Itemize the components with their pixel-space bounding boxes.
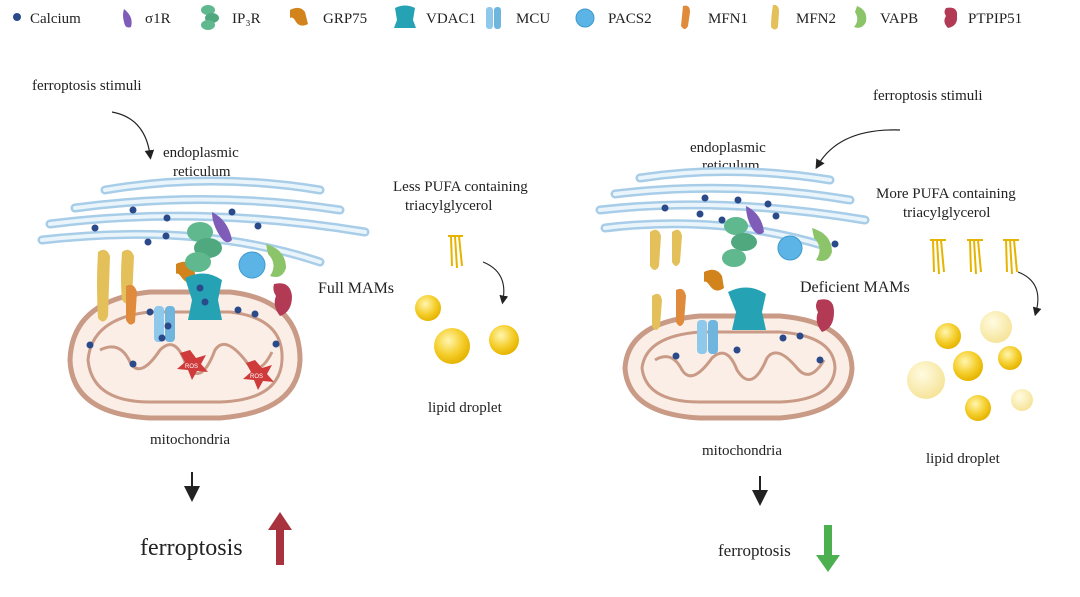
lipid-droplets [907,311,1033,421]
ip3r-icon [185,222,222,272]
lipid-arrow [1017,271,1042,317]
lipid-arrow [482,261,509,305]
up-arrow-icon [268,512,292,565]
ros-star-1: ROS [177,350,208,380]
calcium-dots [86,206,280,368]
left-panel: ferroptosis stimuli endoplasmic reticulu… [32,78,528,565]
triacylglycerol-icon [930,239,1019,275]
right-panel: ferroptosis stimuli endoplasmic reticulu… [595,88,1042,572]
grp75-icon [704,269,724,291]
ip3r-icon [722,217,757,267]
ptpip51-icon [273,283,292,316]
sigma1r-icon [123,9,132,28]
legend: Calcium σ1R IP₃R GRP75 VDAC1 MCU PACS2 M… [13,4,1022,30]
calcium-dots [661,194,839,364]
vdac1-icon [394,5,416,28]
legend-label: PTPIP51 [968,11,1022,27]
ptpip51-icon [816,299,834,332]
mfn1-icon [676,288,686,326]
calcium-dot-icon [13,13,21,21]
legend-label: MCU [516,11,550,27]
pufa-label-line2: triacylglycerol [903,205,990,221]
ros-label: ROS [250,374,263,380]
legend-label: Calcium [30,11,81,27]
vapb-icon [812,228,832,261]
ros-star-2: ROS [243,360,274,390]
er-label-line1: endoplasmic [690,140,766,156]
mito-label: mitochondria [702,443,782,459]
triacylglycerol-icon [448,235,463,269]
sigma1r-icon [746,206,764,235]
mfn2-icon [771,4,779,30]
stimuli-arrow [815,129,901,170]
mfn2-icon [672,229,682,266]
pacs2-icon [777,235,803,261]
stimuli-arrow [111,111,155,160]
down-arrow-icon [816,525,840,572]
legend-label: GRP75 [323,11,367,27]
endoplasmic-reticulum [595,167,870,251]
outcome-label: ferroptosis [140,535,243,561]
vdac1-icon [728,287,766,330]
vapb-icon [266,244,286,277]
lipid-label: lipid droplet [428,400,503,416]
legend-label: MFN1 [708,11,748,27]
ptpip51-icon [944,7,958,29]
legend-label: VAPB [880,11,918,27]
sigma1r-icon [212,212,232,243]
mcu-icon [697,320,718,354]
pufa-label-line1: Less PUFA containing [393,179,528,195]
mfn1-icon [681,5,690,29]
pufa-label-line1: More PUFA containing [876,186,1016,202]
mfn2-icon [97,249,110,322]
legend-label: VDAC1 [426,11,476,27]
mfn1-icon [126,284,137,325]
stimuli-label: ferroptosis stimuli [873,88,983,104]
mfn2-icon [650,229,661,270]
mitochondrion [622,313,855,421]
ros-label: ROS [185,364,198,370]
vapb-icon [854,6,867,28]
legend-label: σ1R [145,11,171,27]
vdac1-icon [185,273,222,320]
ip3r-icon [201,5,219,30]
mams-label: Full MAMs [318,280,394,297]
outcome-label: ferroptosis [718,541,791,560]
legend-label: IP₃R [232,11,261,27]
mfn2-icon [652,293,662,330]
legend-label: MFN2 [796,11,836,27]
mcu-icon [486,7,501,29]
mams-label: Deficient MAMs [800,279,910,296]
mito-label: mitochondria [150,432,230,448]
stimuli-label: ferroptosis stimuli [32,78,142,94]
grp75-icon [290,7,308,26]
pacs2-icon [238,251,266,279]
pufa-label-line2: triacylglycerol [405,198,492,214]
er-label-line2: reticulum [173,164,231,180]
pacs2-icon [575,8,595,28]
lipid-label: lipid droplet [926,451,1001,467]
er-label-line1: endoplasmic [163,145,239,161]
legend-label: PACS2 [608,11,652,27]
lipid-droplets [415,295,519,364]
